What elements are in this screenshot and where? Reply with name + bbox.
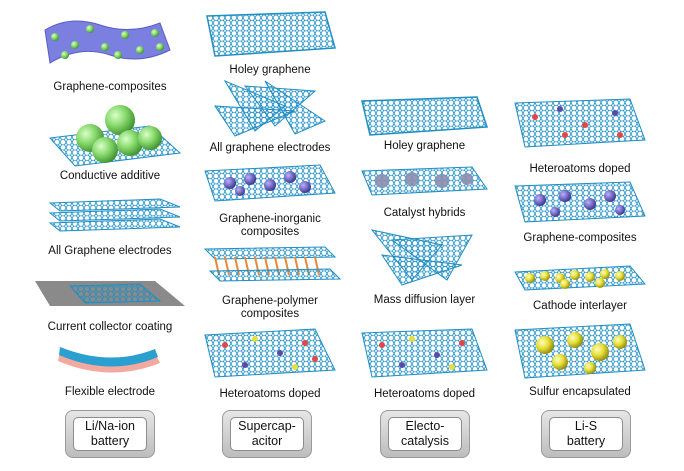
caption: All graphene electrodes — [209, 142, 331, 154]
stacked-graphene-illustration — [48, 198, 181, 232]
caption: Heteroatoms doped — [219, 388, 321, 400]
flexible-electrode-illustration — [58, 347, 160, 373]
supercapacitor-button[interactable]: Supercap- acitor — [222, 410, 312, 458]
caption: Holey graphene — [383, 140, 466, 152]
caption: Graphene-composites — [523, 232, 637, 244]
column-li-na-ion: Graphene-composites Conductive additive … — [30, 0, 190, 471]
caption: Holey graphene — [229, 64, 311, 76]
mass-diffusion-illustration — [370, 229, 473, 286]
column-electrocatalysis: Holey graphene Catalyst hybrids Mass dif… — [352, 0, 497, 471]
button-label: Li/Na-ion battery — [73, 417, 147, 451]
caption: Current collector coating — [47, 321, 173, 333]
button-label: Electo- catalysis — [388, 417, 462, 451]
button-label: Supercap- acitor — [230, 417, 304, 451]
catalyst-hybrid-illustration — [361, 166, 488, 196]
caption: Graphene-composites — [53, 81, 167, 93]
caption: Conductive additive — [59, 170, 161, 182]
column-li-s-battery: Heteroatoms doped Graphene-composites Ca… — [505, 0, 655, 471]
caption: Graphene-polymer composites — [222, 295, 318, 320]
collector-plate-illustration — [35, 281, 185, 306]
graphene-inorganic-illustration — [204, 164, 336, 202]
graphene-polymer-illustration — [203, 246, 342, 282]
holey-graphene-illustration — [361, 96, 489, 136]
doped-graphene-illustration — [514, 98, 646, 148]
graphene-composite-sheet-illustration — [44, 20, 171, 64]
doped-graphene-illustration — [361, 328, 488, 378]
holey-graphene-illustration — [206, 11, 336, 57]
graphene-composite-illustration — [514, 181, 646, 223]
li-na-ion-battery-button[interactable]: Li/Na-ion battery — [65, 410, 155, 458]
conductive-additive-illustration — [48, 105, 182, 167]
caption: Mass diffusion layer — [373, 294, 476, 306]
caption: Heteroatoms doped — [373, 388, 475, 400]
caption: Flexible electrode — [64, 386, 156, 398]
li-s-battery-button[interactable]: Li-S battery — [541, 410, 631, 458]
column-supercapacitor: Holey graphene All graphene electrodes G… — [195, 0, 345, 471]
caption: All Graphene electrodes — [48, 245, 172, 257]
sulfur-encapsulated-illustration — [514, 323, 646, 379]
caption: Cathode interlayer — [533, 300, 627, 312]
doped-graphene-illustration — [204, 328, 336, 378]
crumpled-graphene-illustration — [214, 79, 327, 137]
caption: Graphene-inorganic composites — [219, 213, 321, 238]
caption: Catalyst hybrids — [383, 207, 466, 219]
cathode-interlayer-illustration — [514, 265, 647, 291]
electrocatalysis-button[interactable]: Electo- catalysis — [380, 410, 470, 458]
caption: Heteroatoms doped — [529, 163, 631, 175]
caption: Sulfur encapsulated — [529, 386, 631, 398]
button-label: Li-S battery — [549, 417, 623, 451]
